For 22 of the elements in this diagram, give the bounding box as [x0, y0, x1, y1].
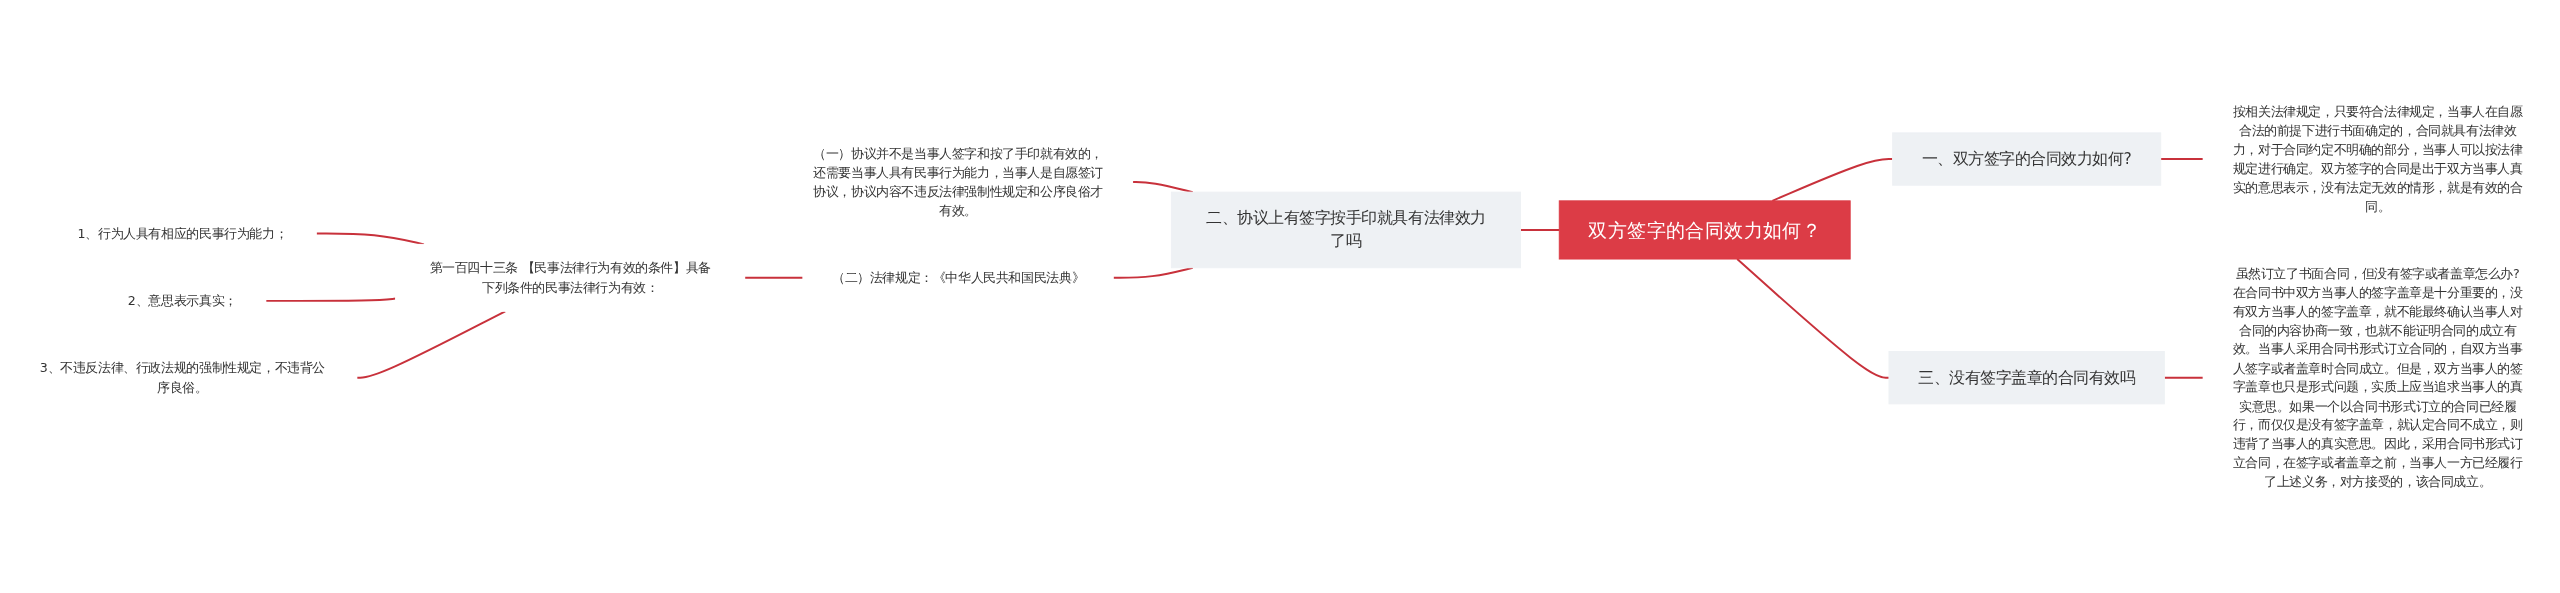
node-box: 一、双方签字的合同效力如何?: [1892, 132, 2162, 186]
connector: [743, 276, 804, 279]
connector: [1736, 257, 1890, 379]
node-text: 按相关法律规定，只要符合法律规定，当事人在自愿合法的前提下进行书面确定的，合同就具有法律效力，对于合同约定不明确的部分，当事人可以按法律规定进行确定。双方签字的合同是出于双方当事人真实的意思表示，没有法定无效的情形，就是有效的合同。: [2232, 104, 2523, 214]
connector: [2159, 157, 2205, 160]
node-box: 三、没有签字盖章的合同有效吗: [1888, 350, 2165, 405]
connector: [264, 297, 397, 302]
node-text: 第一百四十三条 【民事法律行为有效的条件】具备下列条件的民事法律行为有效：: [429, 260, 711, 295]
node-text: （二）法律规定：《中华人民共和国民法典》: [832, 270, 1085, 285]
connector: [1519, 228, 1561, 231]
connector: [2163, 376, 2205, 379]
node-box: 双方签字的合同效力如何？: [1558, 200, 1851, 260]
node-box: 二、协议上有签字按手印就具有法律效力了吗: [1170, 191, 1521, 268]
connector: [1771, 157, 1894, 202]
node-text: 2、意思表示真实；: [127, 293, 237, 308]
node-text: （一）协议并不是当事人签字和按了手印就有效的，还需要当事人具有民事行为能力，当事人是自愿签订协议，协议内容不违反法律强制性规定和公序良俗才有效。: [813, 145, 1104, 218]
node-text: 虽然订立了书面合同，但没有签字或者盖章怎么办?在合同书中双方当事人的签字盖章是十分重要的，没有双方当事人的签字盖章，就不能最终确认当事人对合同的内容协商一致，也就不能证明合同的成立有效。当事人采用合同书形式订立合同的，自双方当事人签字或者盖章时合同成立。但是，双方当事人的签字盖章也只是形式问题，实质上应当追求当事人的真实意思。如果一个以合同书形式订立的合同已经履行，而仅仅是没有签字盖章，就认定合同不成立，则违背了当事人的真实意思。因此，采用合同书形式订立合同，在签字或者盖章之前，当事人一方已经履行了上述义务，对方接受的，该合同成立。: [2232, 265, 2523, 489]
connector: [1112, 266, 1194, 279]
connector: [355, 310, 507, 379]
node-text: 1、行为人具有相应的民事行为能力；: [77, 225, 288, 241]
node-text: 3、不违反法律、行政法规的强制性规定，不违背公序良俗。: [39, 360, 325, 394]
connector: [315, 232, 425, 246]
